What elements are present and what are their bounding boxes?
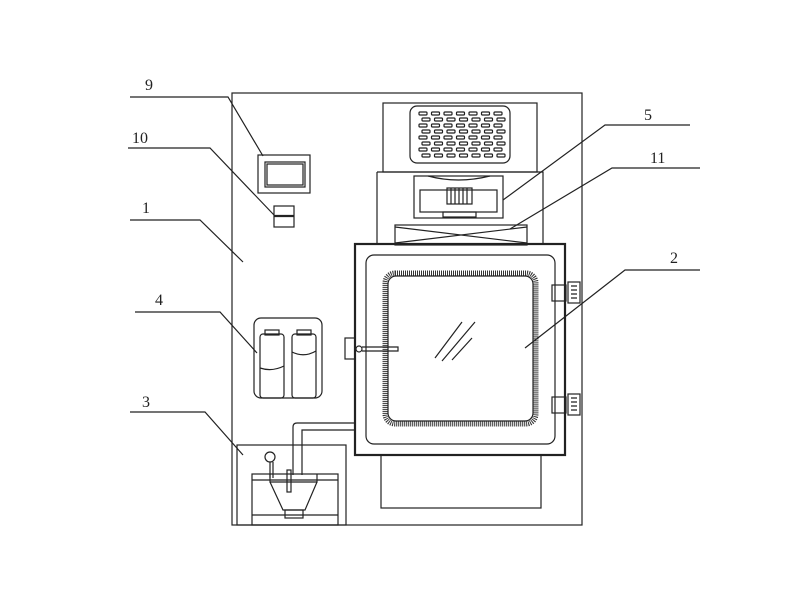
grille-slot (421, 117, 431, 122)
svg-text:10: 10 (132, 130, 148, 147)
label-4: 4 (135, 292, 258, 354)
grille-slot (480, 123, 491, 128)
grille-slot (483, 141, 494, 146)
grille-slot (418, 123, 428, 128)
grille-slot (493, 147, 503, 152)
grille-slot (493, 135, 503, 140)
reagent-bottles (253, 317, 323, 399)
grille-slot (455, 123, 466, 128)
svg-text:1: 1 (142, 200, 150, 217)
label-9: 9 (130, 77, 264, 157)
grille-slot (471, 153, 481, 158)
grille-slot (480, 135, 491, 140)
grille-slot (446, 153, 456, 158)
touch-screen (257, 154, 311, 194)
chamber-base (380, 454, 542, 509)
grille-slot (443, 135, 453, 140)
fan-assembly (376, 171, 544, 245)
label-2: 2 (524, 250, 700, 349)
grille-slot (433, 153, 444, 158)
hinge-bottom (551, 393, 581, 416)
svg-text:3: 3 (142, 394, 150, 411)
grille-slot (443, 111, 453, 116)
grille-slot (430, 123, 441, 128)
grille-slot (458, 141, 469, 146)
grille-slot (493, 111, 503, 116)
grille-slot (493, 123, 503, 128)
chamber (353, 242, 567, 457)
grille-slot (443, 147, 453, 152)
grille-slot (418, 135, 428, 140)
grille-slot (421, 129, 431, 134)
grille-slot (468, 123, 478, 128)
grille-slot (480, 111, 491, 116)
svg-text:2: 2 (670, 250, 678, 267)
grille-slot (483, 129, 494, 134)
grille-slot (430, 147, 441, 152)
grille-slot (455, 135, 466, 140)
collection-unit (236, 444, 347, 526)
label-3: 3 (130, 394, 244, 456)
grille-slot (443, 123, 453, 128)
pipe (292, 422, 355, 475)
grille-slot (458, 153, 469, 158)
grille-slot (496, 117, 506, 122)
grille-slot (458, 117, 469, 122)
label-1: 1 (130, 200, 244, 263)
label-11: 11 (509, 150, 700, 230)
cabinet-frame (231, 92, 583, 526)
grille-slot (471, 141, 481, 146)
grille-slot (496, 153, 506, 158)
svg-text:11: 11 (650, 150, 665, 167)
grille-slot (446, 129, 456, 134)
door-handle (344, 337, 399, 360)
grille-slot (418, 147, 428, 152)
grille-slot (446, 141, 456, 146)
grille-slot (468, 147, 478, 152)
grille-slot (458, 129, 469, 134)
grille-slot (418, 111, 428, 116)
svg-text:5: 5 (644, 107, 652, 124)
filter (394, 224, 528, 246)
grille-slot (468, 111, 478, 116)
grille-slot (496, 129, 506, 134)
grille-slot (430, 111, 441, 116)
grille-slot (446, 117, 456, 122)
svg-text:4: 4 (155, 292, 163, 309)
grille-slot (483, 117, 494, 122)
switch-box (273, 205, 295, 228)
grille-slot (421, 153, 431, 158)
grille-slot (433, 129, 444, 134)
grille-slot (430, 135, 441, 140)
label-5: 5 (502, 107, 690, 201)
grille-slot (433, 141, 444, 146)
grille-slot (421, 141, 431, 146)
grille-slot (455, 147, 466, 152)
grille-slot (480, 147, 491, 152)
grille-slot (455, 111, 466, 116)
hinge-top (551, 281, 581, 304)
grille-slot (433, 117, 444, 122)
grille-slot (471, 117, 481, 122)
top-fan-housing (382, 102, 538, 173)
grille-slot (468, 135, 478, 140)
grille-slot (483, 153, 494, 158)
grille-slot (471, 129, 481, 134)
svg-text:9: 9 (145, 77, 153, 94)
label-10: 10 (128, 130, 275, 216)
grille-slot (496, 141, 506, 146)
